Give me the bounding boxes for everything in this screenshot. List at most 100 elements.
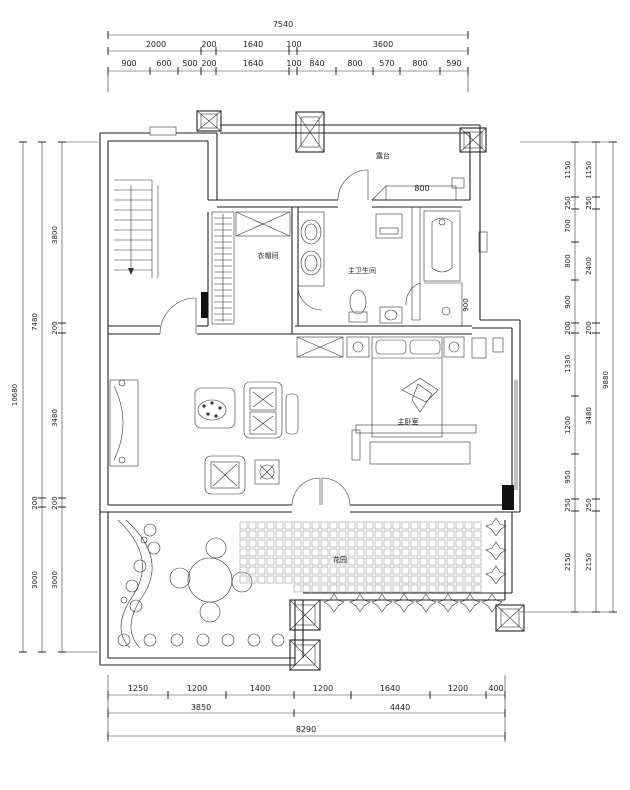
paving-tile — [455, 584, 464, 593]
stair-arrow-icon — [128, 268, 134, 275]
paving-tile — [302, 521, 311, 530]
paving-tile — [401, 548, 410, 557]
lounge — [109, 379, 299, 495]
paving-tile — [437, 566, 446, 575]
top-row2-label-8: 570 — [379, 59, 394, 68]
bathtub — [423, 210, 461, 282]
paving-tile — [374, 557, 383, 566]
paving-tile — [311, 539, 320, 548]
paving-tile — [347, 530, 356, 539]
paving-tile — [275, 575, 284, 584]
paving-tile — [311, 521, 320, 530]
bottom-row1-label-3: 1200 — [313, 684, 333, 693]
paving-tile — [329, 530, 338, 539]
paving-tile — [347, 557, 356, 566]
paving-tile — [464, 548, 473, 557]
paving-tile — [302, 566, 311, 575]
paving-tile — [266, 557, 275, 566]
paving-tile — [311, 575, 320, 584]
paving-tile — [266, 575, 275, 584]
paving-tile — [356, 521, 365, 530]
right-row1-label-4: 900 — [564, 295, 572, 308]
paving-tile — [464, 575, 473, 584]
right-row2-label-6: 2150 — [585, 553, 593, 571]
paving-tile — [329, 566, 338, 575]
paving-tile — [419, 539, 428, 548]
paving-tile — [248, 521, 257, 530]
left-total-label: 10680 — [11, 384, 19, 406]
paving-tile — [266, 539, 275, 548]
paving-tile — [320, 584, 329, 593]
column-top-right — [459, 127, 487, 153]
paving-tile — [284, 548, 293, 557]
plant-icon — [120, 523, 161, 613]
paving-tile — [437, 584, 446, 593]
paving-tile — [401, 575, 410, 584]
right-row1-label-3: 800 — [564, 254, 572, 267]
paving-tile — [410, 539, 419, 548]
paving-tile — [365, 584, 374, 593]
paving-tile — [410, 575, 419, 584]
paving-tile — [392, 557, 401, 566]
paving-tile — [473, 557, 482, 566]
paving-tile — [293, 584, 302, 593]
paving-tile — [383, 575, 392, 584]
paving-tile — [365, 539, 374, 548]
top-row1-label-0: 2000 — [146, 40, 166, 49]
bottom-row1-label-5: 1200 — [448, 684, 468, 693]
paving-tile — [383, 557, 392, 566]
paving-tile — [446, 539, 455, 548]
paving-tile — [401, 539, 410, 548]
paving-tile — [455, 539, 464, 548]
paving-tile — [392, 566, 401, 575]
paving-tile — [437, 530, 446, 539]
top-dimensions: 7540 2000 200 1640 100 3600 900 600 500 … — [107, 20, 469, 92]
paving-tile — [320, 539, 329, 548]
bottom-row2-label-0: 3850 — [191, 703, 211, 712]
right-row2-label-2: 2400 — [585, 257, 593, 275]
top-row1-label-2: 1640 — [243, 40, 263, 49]
paving-tile — [446, 566, 455, 575]
paving-tile — [293, 557, 302, 566]
column-bottom-mid — [289, 599, 321, 631]
right-row1-label-10: 2150 — [564, 553, 572, 571]
right-row2-label-4: 3480 — [585, 407, 593, 425]
toilet-icon — [348, 289, 368, 323]
paving-tiles — [239, 521, 482, 593]
paving-tile — [455, 548, 464, 557]
right-row2-label-5: 250 — [585, 498, 593, 511]
walk-in-closet: 衣帽间 — [211, 211, 291, 325]
paving-tile — [401, 530, 410, 539]
paving-tile — [473, 566, 482, 575]
paving-tile — [284, 530, 293, 539]
paving-tile — [329, 584, 338, 593]
paving-tile — [320, 557, 329, 566]
paving-tile — [275, 539, 284, 548]
paving-tile — [356, 548, 365, 557]
paving-tile — [419, 557, 428, 566]
bottom-row1-label-1: 1200 — [187, 684, 207, 693]
paving-tile — [257, 548, 266, 557]
paving-tile — [356, 539, 365, 548]
master-bathroom: 900 主卫生间 — [297, 206, 488, 326]
paving-tile — [266, 566, 275, 575]
paving-tile — [374, 584, 383, 593]
paving-tile — [293, 530, 302, 539]
paving-tile — [428, 557, 437, 566]
paving-tile — [275, 521, 284, 530]
top-row1-label-4: 3600 — [373, 40, 393, 49]
paving-tile — [311, 584, 320, 593]
paving-tile — [320, 521, 329, 530]
paving-tile — [419, 521, 428, 530]
paving-tile — [473, 539, 482, 548]
columns — [196, 110, 525, 671]
right-row1-label-5: 200 — [564, 321, 572, 334]
paving-tile — [374, 530, 383, 539]
paving-tile — [239, 539, 248, 548]
paving-tile — [374, 575, 383, 584]
paving-tile — [446, 557, 455, 566]
paving-tile — [284, 539, 293, 548]
column-bottom-right — [495, 604, 525, 632]
paving-tile — [419, 548, 428, 557]
paving-tile — [293, 539, 302, 548]
